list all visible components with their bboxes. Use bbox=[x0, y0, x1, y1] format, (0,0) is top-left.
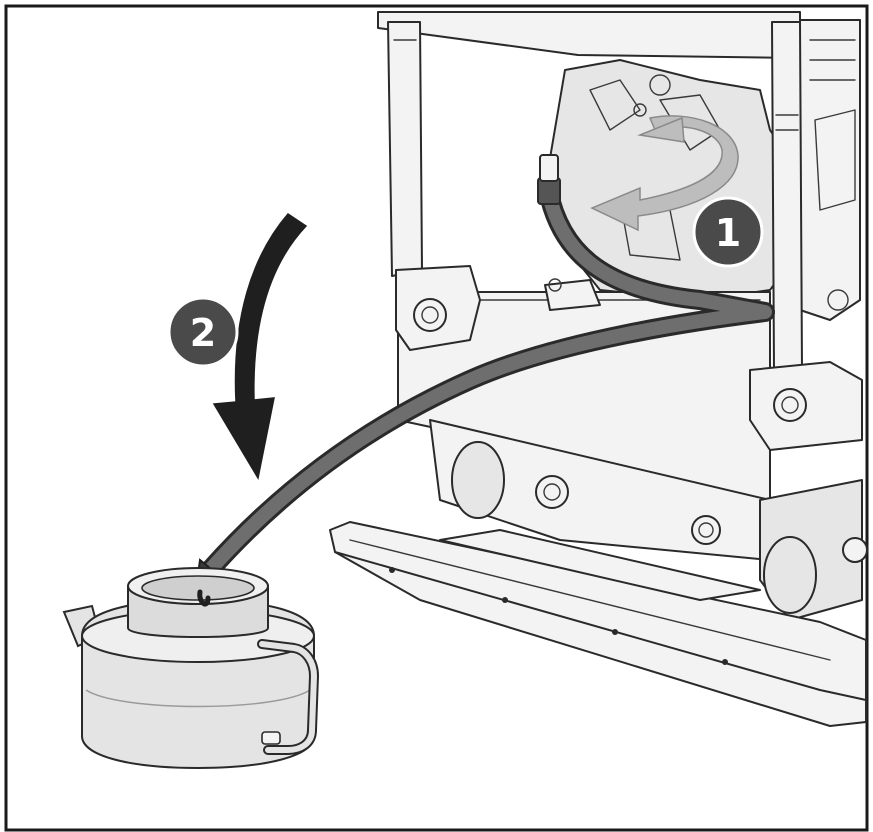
step-1-number: 1 bbox=[715, 211, 741, 255]
rotate-arrow-icon bbox=[590, 115, 739, 232]
step-2-number: 2 bbox=[190, 311, 216, 355]
down-arrow-icon bbox=[212, 213, 308, 481]
step-2-circle bbox=[167, 296, 239, 368]
step-1-circle bbox=[692, 196, 764, 268]
step-1-badge: 1 bbox=[692, 196, 764, 268]
step-2-badge: 2 bbox=[167, 296, 239, 368]
oil-container bbox=[62, 567, 320, 770]
compactor-machine bbox=[329, 11, 868, 727]
